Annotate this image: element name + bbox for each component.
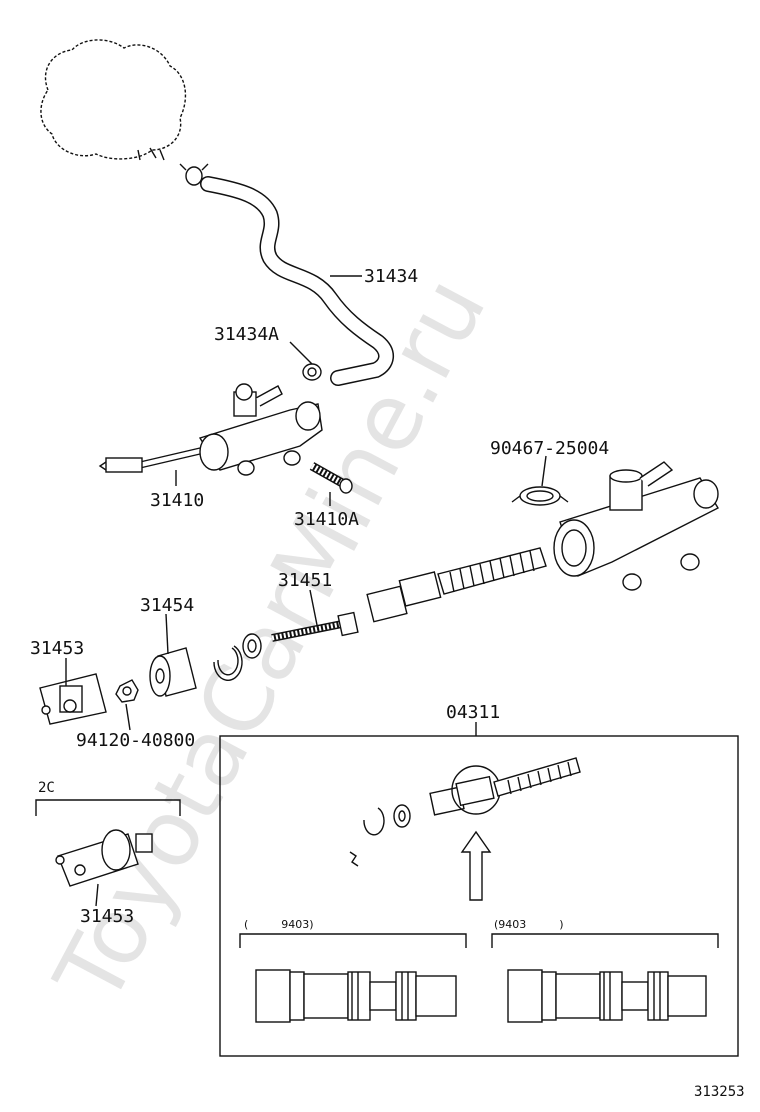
reservoir-tank bbox=[40, 39, 187, 161]
boot-31454 bbox=[149, 647, 197, 697]
washer-and-snap-ring bbox=[213, 633, 262, 681]
figure-number: 313253 bbox=[694, 1084, 745, 1100]
label-31434a: 31434A bbox=[214, 324, 279, 345]
push-rod-31451 bbox=[271, 611, 359, 642]
clevis-31453-a bbox=[39, 673, 107, 725]
label-31454: 31454 bbox=[140, 595, 194, 616]
hose-clip-31434a bbox=[302, 363, 322, 381]
nut-94120 bbox=[115, 679, 139, 703]
label-2c: 2C bbox=[38, 780, 55, 796]
reservoir-hose bbox=[200, 176, 394, 386]
label-31434: 31434 bbox=[364, 266, 418, 287]
piston-variant-before bbox=[255, 969, 457, 1023]
label-04311: 04311 bbox=[446, 702, 500, 723]
bolt-31410a bbox=[309, 462, 353, 494]
label-31410: 31410 bbox=[150, 490, 204, 511]
label-90467-25004: 90467-25004 bbox=[490, 438, 609, 459]
clip-90467 bbox=[511, 486, 569, 506]
master-cylinder-assembly bbox=[98, 383, 323, 476]
piston-assembly bbox=[366, 547, 547, 623]
cylinder-body bbox=[553, 461, 719, 591]
label-94120-40800: 94120-40800 bbox=[76, 730, 195, 751]
variant-after-9403: (9403 ) bbox=[494, 918, 564, 931]
hose-clip-upper bbox=[179, 163, 209, 186]
piston-variant-after bbox=[507, 969, 707, 1023]
label-31453-bottom: 31453 bbox=[80, 906, 134, 927]
label-31451: 31451 bbox=[278, 570, 332, 591]
variant-before-9403: ( 9403) bbox=[244, 918, 314, 931]
clevis-31453-2c bbox=[35, 799, 181, 887]
label-31410a: 31410A bbox=[294, 509, 359, 530]
leader-lines bbox=[65, 275, 547, 907]
label-31453-top: 31453 bbox=[30, 638, 84, 659]
repair-kit-box bbox=[219, 722, 739, 1057]
